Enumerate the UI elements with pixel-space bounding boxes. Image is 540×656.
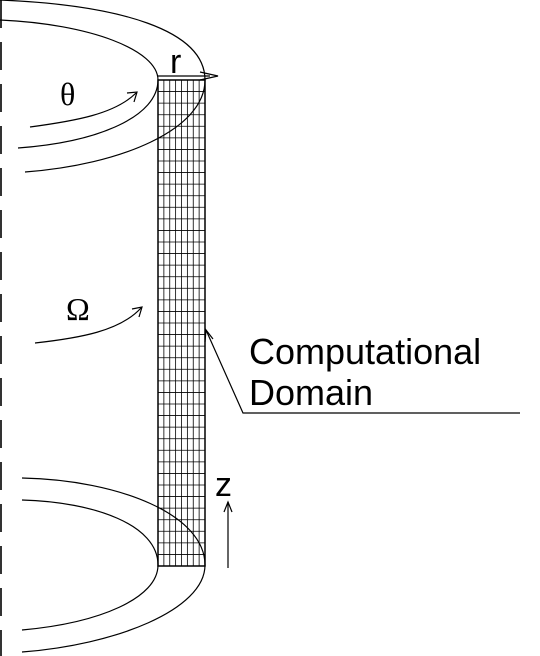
bottom-outer-ellipse: [21, 477, 206, 653]
theta-arrow: [29, 92, 137, 128]
omega-arrowhead: [131, 306, 143, 318]
domain-label-line1: Computational: [249, 331, 481, 372]
domain-leader-line: [205, 329, 520, 414]
z-arrowhead: [223, 500, 233, 513]
top-inner-ellipse: [0, 19, 159, 149]
r-arrowhead: [199, 71, 219, 81]
r-label: r: [170, 43, 181, 81]
computational-grid: [158, 80, 205, 566]
top-outer-ellipse: [0, 0, 206, 173]
z-label: z: [215, 466, 232, 504]
theta-arrowhead: [126, 91, 138, 103]
omega-label: Ω: [66, 291, 90, 327]
domain-label-line2: Domain: [249, 372, 373, 413]
theta-label: θ: [60, 76, 75, 112]
omega-arrow: [34, 307, 142, 344]
domain-leader-arrowhead: [204, 328, 214, 343]
bottom-inner-ellipse: [21, 499, 159, 631]
